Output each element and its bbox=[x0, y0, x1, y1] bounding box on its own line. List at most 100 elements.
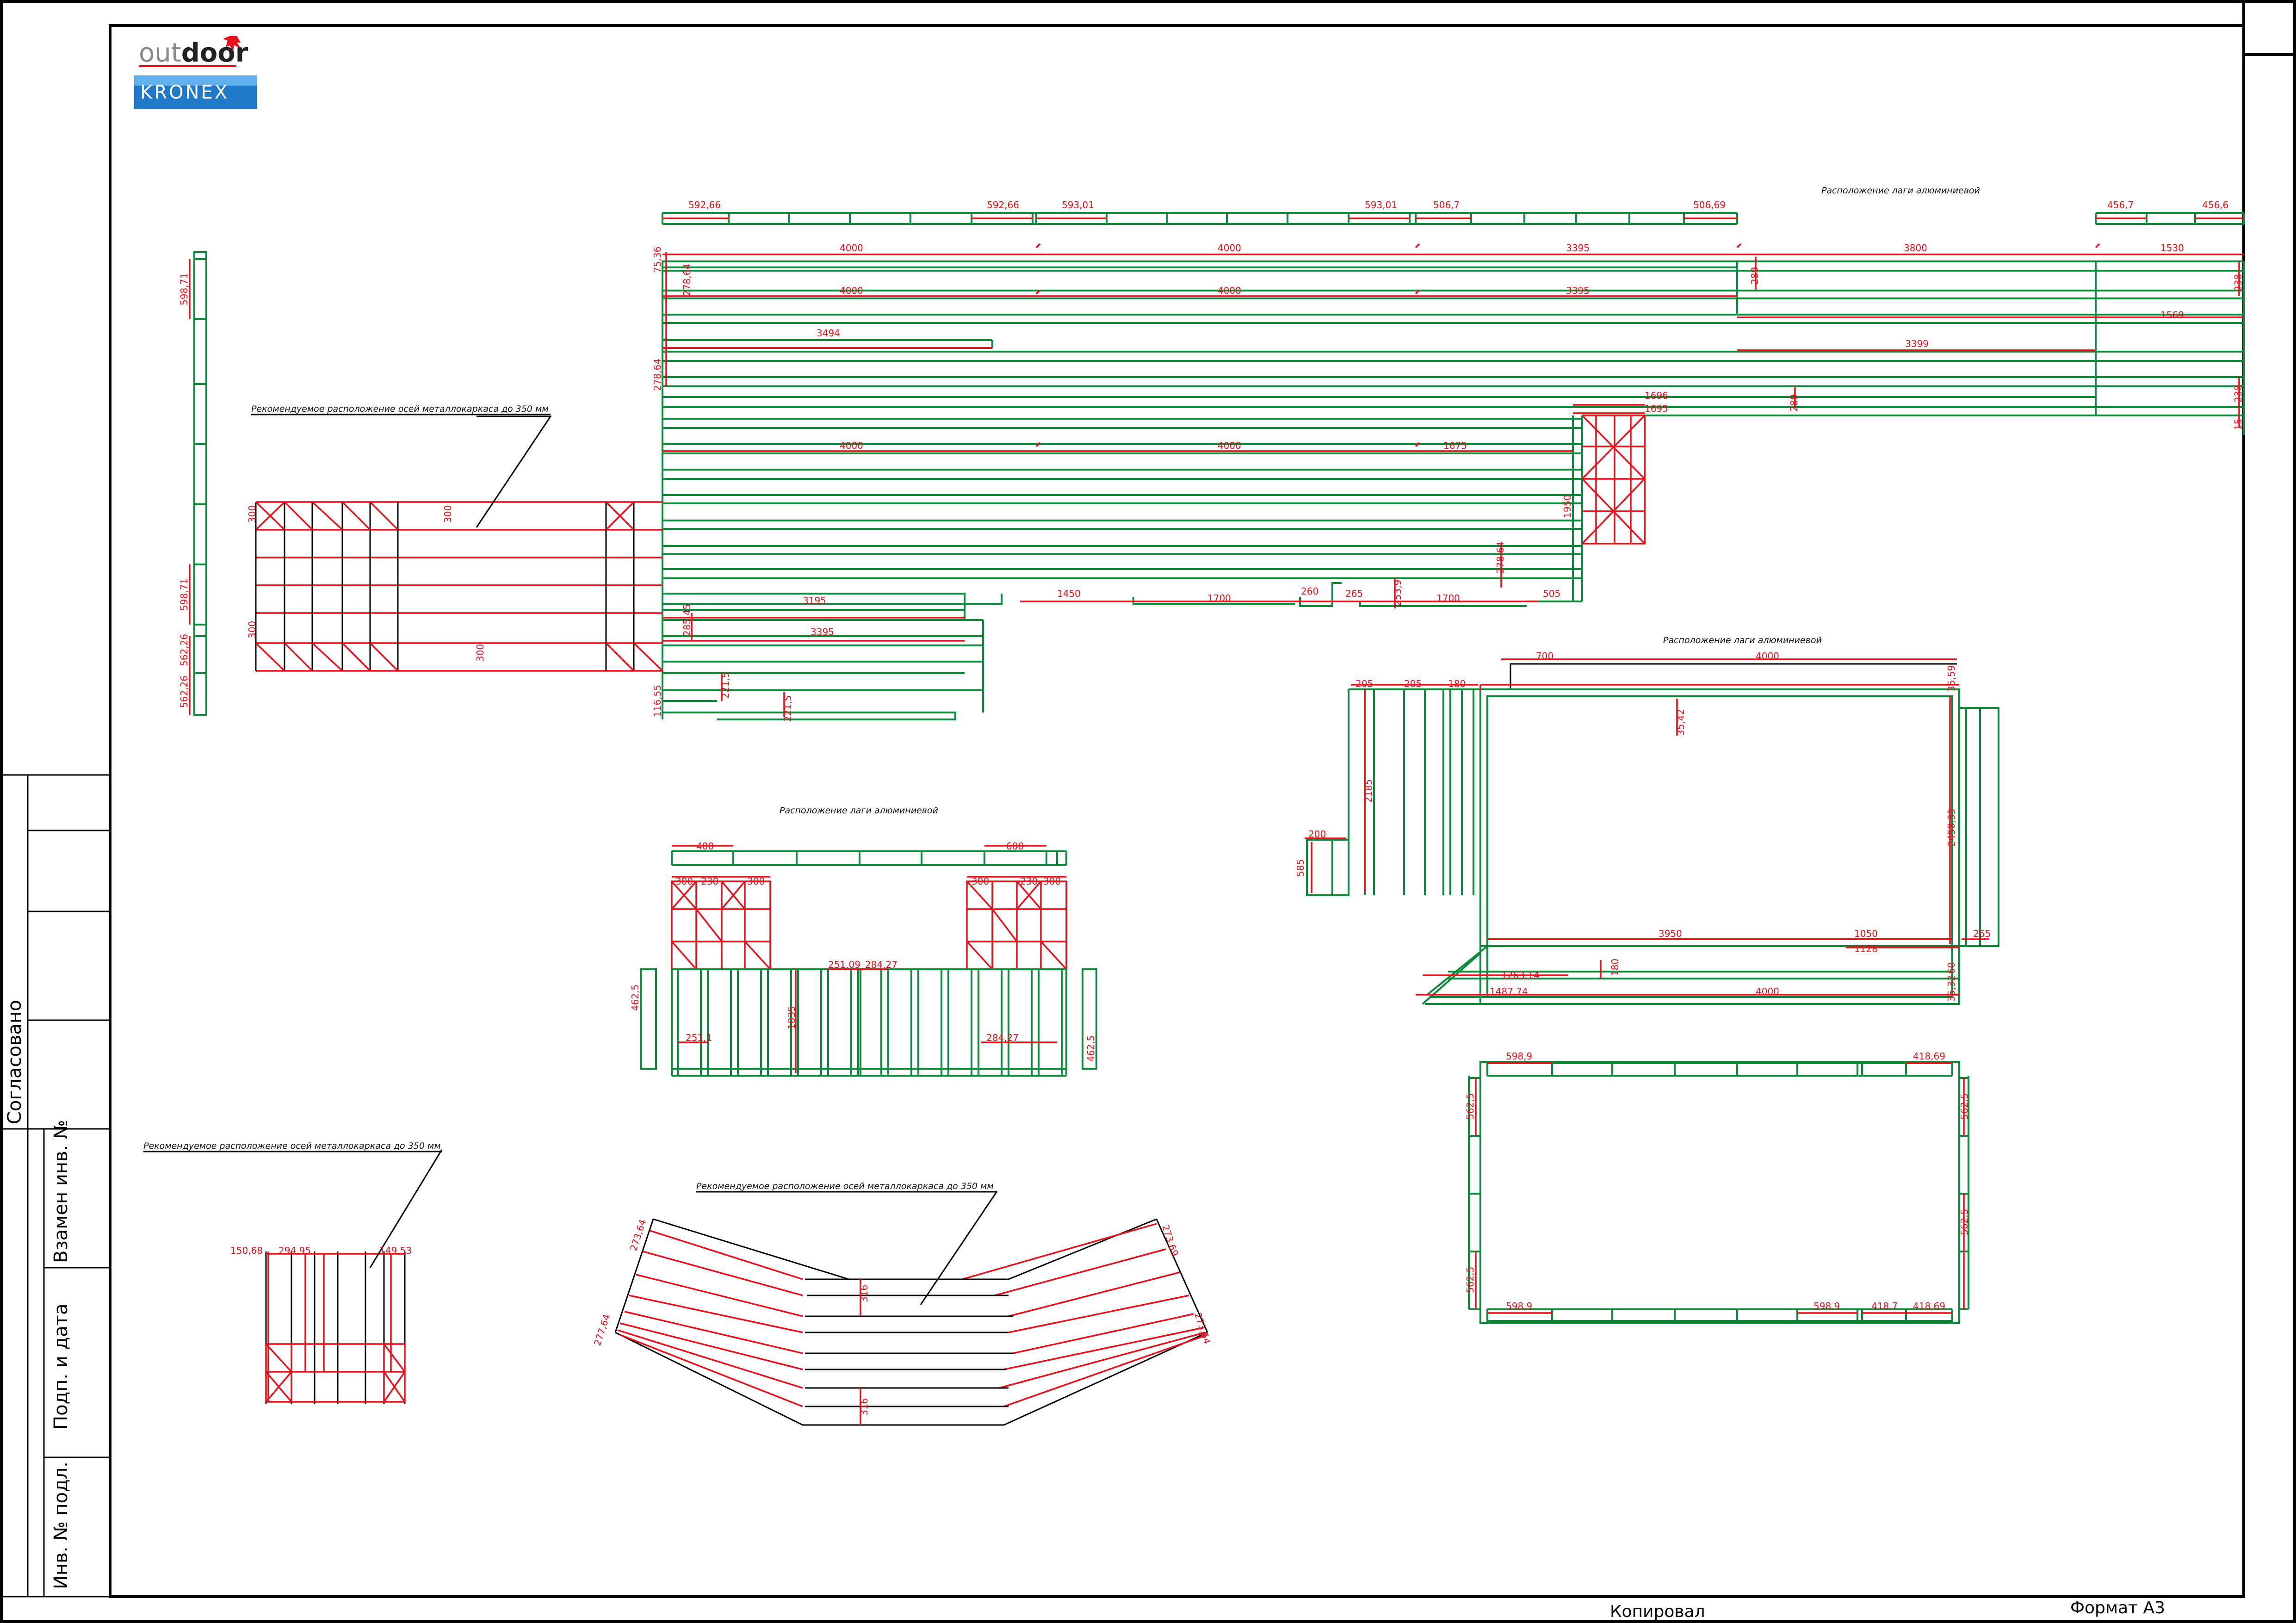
dim-box-7: 598,9 bbox=[1506, 1301, 1532, 1312]
dim-main-16: 1675 bbox=[1443, 440, 1467, 451]
agreed-label: Согласовано bbox=[4, 1000, 25, 1124]
dim-main-5: 1530 bbox=[2160, 242, 2184, 254]
main-deck-plan bbox=[662, 212, 2245, 720]
dim-sf-1: 150,68 bbox=[230, 1245, 263, 1256]
dim-rect-20: 35,32 bbox=[1946, 975, 1957, 1002]
dim-box-9: 418,7 bbox=[1871, 1301, 1898, 1312]
logo-door: door bbox=[181, 38, 248, 68]
dim-rect-5: 180 bbox=[1448, 678, 1466, 689]
dim-side-14: 15 bbox=[2233, 419, 2244, 430]
dim-rect-13: 1128 bbox=[1854, 943, 1878, 954]
left-column-slats: 598,71 598,71 562,26 562,26 bbox=[179, 251, 207, 716]
dim-mid-10: 284,27 bbox=[865, 959, 897, 970]
dim-box-4: 562,5 bbox=[1959, 1093, 1970, 1120]
middle-lag-dimensions: Расположение лаги алюминиевой 400 600 30… bbox=[630, 805, 1096, 1062]
svg-text:outdoor: outdoor bbox=[139, 38, 248, 68]
dim-rect-12: 1050 bbox=[1854, 928, 1878, 939]
dim-rect-4: 205 bbox=[1404, 678, 1422, 689]
dim-main-11: 3399 bbox=[1905, 338, 1929, 349]
dim-main-17: 1450 bbox=[1057, 588, 1081, 599]
dim-main-14: 4000 bbox=[840, 440, 863, 451]
dim-main-12: 1696 bbox=[1645, 390, 1668, 401]
dim-box-3: 562,5 bbox=[1465, 1093, 1476, 1120]
box-deck-plan bbox=[1468, 1061, 1969, 1324]
rect-deck-plan bbox=[1305, 658, 1999, 1005]
dim-top-8: 456,6 bbox=[2202, 199, 2228, 211]
fan-metal-frame: 273,64 273,69 277,64 273,64 316 316 bbox=[592, 1191, 1213, 1426]
dim-rect-16: 1487,74 bbox=[1490, 986, 1528, 997]
inv-orig-label: Инв. № подл. bbox=[50, 1462, 72, 1589]
dim-main-25: 1950 bbox=[1562, 495, 1573, 518]
dim-main-3: 3395 bbox=[1566, 242, 1590, 254]
dim-left-4: 562,26 bbox=[179, 675, 190, 708]
dim-lf-4: 300 bbox=[475, 644, 486, 662]
frame-axes-note-3: Рекомендуемое расположение осей металлок… bbox=[696, 1181, 994, 1191]
dim-main-19: 260 bbox=[1301, 586, 1318, 597]
kronex-text: KRONEX bbox=[140, 82, 229, 103]
dim-main-24: 3395 bbox=[811, 626, 834, 638]
dim-lf-3: 300 bbox=[247, 621, 258, 638]
dim-mid-8: 300 bbox=[1043, 876, 1061, 887]
dim-main-6: 4000 bbox=[840, 285, 863, 296]
dim-side-11: 221,5 bbox=[720, 672, 731, 699]
box-deck-dimensions: 598,9 418,69 562,5 562,5 562,5 562,5 598… bbox=[1465, 1051, 1970, 1312]
dim-mid-2: 600 bbox=[1006, 841, 1024, 852]
dim-mid-3: 300 bbox=[675, 876, 693, 887]
dim-top-6: 506,69 bbox=[1693, 199, 1726, 211]
dim-box-8: 598,9 bbox=[1813, 1301, 1840, 1312]
main-deck-dimensions: 592,66 592,66 593,01 593,01 506,7 506,69… bbox=[652, 199, 2244, 722]
dim-mid-4: 230 bbox=[701, 876, 718, 887]
dim-main-7: 4000 bbox=[1218, 285, 1241, 296]
dim-fan-4: 273,64 bbox=[1192, 1311, 1213, 1345]
dim-fan-1: 273,64 bbox=[628, 1218, 648, 1252]
dim-rect-18: 180 bbox=[1609, 959, 1621, 976]
outdoor-logo: outdoor bbox=[139, 36, 248, 68]
format-label: Формат А3 bbox=[2070, 1598, 2165, 1617]
frame-axes-note-1: Рекомендуемое расположение осей металлок… bbox=[251, 404, 549, 414]
dim-rect-7: 200 bbox=[1308, 829, 1326, 840]
dim-sf-2: 294,95 bbox=[278, 1245, 311, 1256]
dim-rect-8: 585 bbox=[1295, 859, 1306, 877]
dim-side-2: 278,64 bbox=[681, 264, 693, 296]
dim-mid-11: 1035 bbox=[786, 1006, 797, 1029]
dim-fan-3: 277,64 bbox=[592, 1313, 612, 1347]
dim-mid-13: 284,27 bbox=[986, 1032, 1019, 1043]
dim-sf-3: 149,53 bbox=[379, 1245, 412, 1256]
dim-mid-5: 300 bbox=[747, 876, 765, 887]
dim-main-15: 4000 bbox=[1218, 440, 1241, 451]
middle-lag-plan bbox=[640, 845, 1097, 1077]
dim-side-13: 253,9 bbox=[1392, 580, 1403, 606]
dim-main-2: 4000 bbox=[1218, 242, 1241, 254]
dim-side-6: 238 bbox=[2233, 274, 2244, 291]
copied-label: Копировал bbox=[1610, 1602, 1705, 1621]
dim-side-8: 278,64 bbox=[1495, 541, 1506, 574]
dim-rect-17: 4000 bbox=[1756, 986, 1779, 997]
dim-side-10: 116,55 bbox=[652, 685, 663, 717]
dim-side-7: 238 bbox=[2233, 385, 2244, 403]
dim-rect-15: 1263,14 bbox=[1501, 970, 1540, 981]
small-metal-frame: 150,68 294,95 149,53 bbox=[230, 1149, 443, 1404]
dim-rect-21: 60 bbox=[1946, 962, 1957, 974]
dim-rect-1: 700 bbox=[1536, 650, 1553, 662]
logo-out: out bbox=[139, 38, 181, 68]
dim-mid-6: 300 bbox=[972, 876, 989, 887]
kronex-logo: KRONEX bbox=[134, 75, 257, 109]
dim-rect-19: 35,59 bbox=[1946, 665, 1957, 692]
dim-mid-7: 230 bbox=[1020, 876, 1038, 887]
dim-fan-6: 316 bbox=[859, 1398, 870, 1416]
dim-top-1: 592,66 bbox=[688, 199, 721, 211]
dim-mid-9: 251,09 bbox=[828, 959, 860, 970]
dim-rect-14: 265 bbox=[1973, 928, 1991, 939]
dim-rect-10: 2458,35 bbox=[1946, 808, 1957, 847]
dim-box-6: 562,5 bbox=[1465, 1267, 1476, 1293]
dim-side-3: 278,64 bbox=[652, 359, 663, 391]
dim-box-2: 418,69 bbox=[1913, 1051, 1945, 1062]
dim-rect-9: 35,42 bbox=[1675, 709, 1686, 736]
dim-top-5: 506,7 bbox=[1433, 199, 1460, 211]
dim-box-10: 418,69 bbox=[1913, 1301, 1945, 1312]
dim-mid-14: 462,5 bbox=[630, 985, 641, 1011]
dim-main-22: 505 bbox=[1543, 588, 1560, 599]
dim-top-7: 456,7 bbox=[2107, 199, 2134, 211]
dim-main-8: 3395 bbox=[1566, 285, 1590, 296]
